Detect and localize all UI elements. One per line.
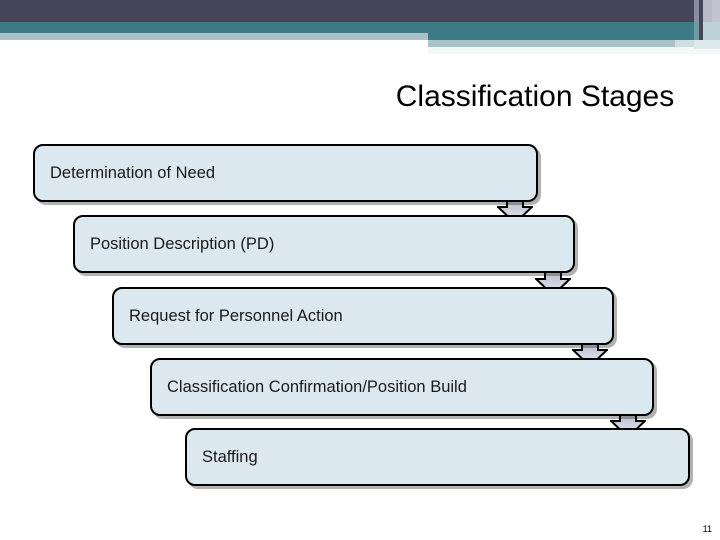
flow-stage-box[interactable]: Request for Personnel Action bbox=[112, 287, 614, 345]
flow-stage-label: Position Description (PD) bbox=[90, 234, 275, 253]
page-number: 11 bbox=[702, 524, 712, 534]
flow-stage-box[interactable]: Determination of Need bbox=[33, 144, 538, 202]
flow-stage-label: Classification Confirmation/Position Bui… bbox=[167, 377, 467, 396]
flow-stage-label: Determination of Need bbox=[50, 163, 216, 182]
slide-title: Classification Stages bbox=[395, 80, 675, 113]
flow-stage-box[interactable]: Classification Confirmation/Position Bui… bbox=[150, 358, 654, 416]
flow-stage-label: Staffing bbox=[202, 447, 258, 466]
flow-stage-label: Request for Personnel Action bbox=[129, 306, 343, 325]
flow-stage-box[interactable]: Staffing bbox=[185, 428, 690, 486]
flow-stage-box[interactable]: Position Description (PD) bbox=[73, 215, 575, 273]
